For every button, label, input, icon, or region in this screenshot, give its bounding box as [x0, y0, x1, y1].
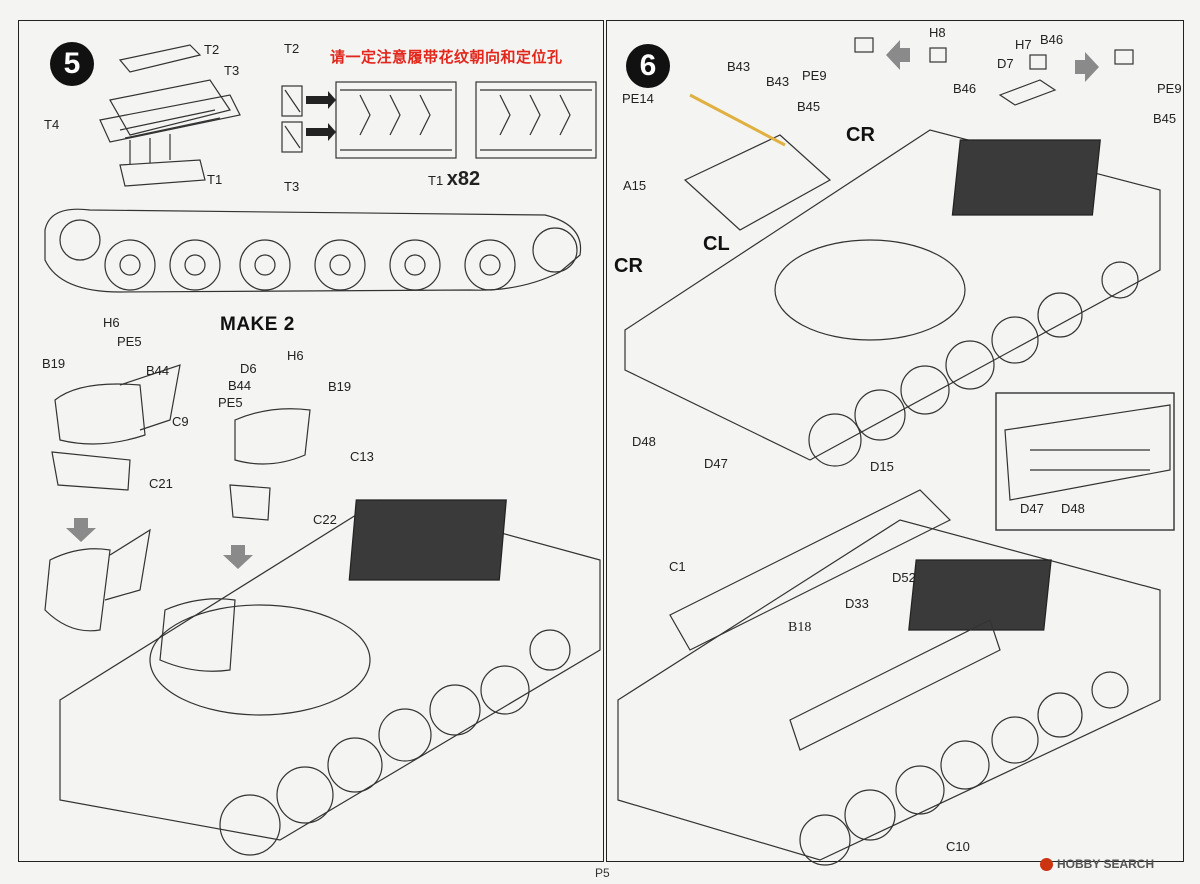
part-label-t4: T4 — [44, 117, 60, 132]
part-label-c1: C1 — [669, 559, 686, 574]
watermark-text: HOBBY SEARCH — [1057, 857, 1155, 871]
track-count-part: T1 — [428, 173, 444, 188]
part-label-h6-center: H6 — [287, 348, 304, 363]
track-link-exploded-drawing — [99, 44, 241, 187]
part-label-t2: T2 — [204, 42, 220, 57]
detail-parts-step6 — [854, 37, 1134, 106]
part-label-d47-inset: D47 — [1020, 501, 1044, 516]
part-label-t3-diagram: T3 — [284, 179, 300, 194]
left-arrow-step6 — [886, 40, 910, 70]
part-label-pe5-center: PE5 — [218, 395, 243, 410]
hull-drawing-step6-bottom — [617, 489, 1161, 866]
side-label-cr-top: CR — [846, 124, 875, 146]
side-label-cl: CL — [703, 233, 730, 255]
hull-drawing-step5 — [59, 499, 601, 856]
hull-drawing-step6-top — [624, 129, 1161, 467]
part-label-b18: B18 — [788, 620, 812, 635]
right-arrow-track-top — [306, 91, 336, 109]
part-label-t2-diagram: T2 — [284, 41, 300, 56]
side-label-cr-left: CR — [614, 255, 643, 277]
page-number: P5 — [595, 866, 610, 880]
part-label-d6: D6 — [240, 361, 257, 376]
part-label-b44: B44 — [146, 363, 170, 378]
part-label-b46-right: B46 — [1040, 32, 1064, 47]
down-arrow-left — [66, 518, 96, 542]
part-label-d52: D52 — [892, 570, 916, 585]
part-label-b44-center: B44 — [228, 378, 252, 393]
part-label-pe5: PE5 — [117, 334, 142, 349]
step-number-badge-6: 6 — [626, 44, 670, 88]
part-label-t1: T1 — [207, 172, 223, 187]
track-orientation-diagram — [281, 81, 597, 159]
part-label-c10: C10 — [946, 839, 970, 854]
make-quantity-label: MAKE 2 — [220, 314, 295, 335]
watermark: HOBBY SEARCH — [1040, 857, 1154, 871]
part-label-c9: C9 — [172, 414, 189, 429]
part-label-d47: D47 — [704, 456, 728, 471]
part-label-d7: D7 — [997, 56, 1014, 71]
part-label-pe9-right: PE9 — [1157, 81, 1182, 96]
part-label-c22: C22 — [313, 512, 337, 527]
right-arrow-track-bottom — [306, 123, 336, 141]
part-label-c13: C13 — [350, 449, 374, 464]
step6-panel — [606, 20, 1184, 862]
track-link-count: T1 x82 — [428, 168, 480, 191]
fender-subassembly-left — [44, 364, 181, 632]
track-orientation-note: 请一定注意履带花纹朝向和定位孔 — [330, 49, 563, 66]
down-arrow-center — [223, 545, 253, 569]
part-label-d48-inset: D48 — [1061, 501, 1085, 516]
part-label-h7: H7 — [1015, 37, 1032, 52]
part-label-h8: H8 — [929, 25, 946, 40]
part-label-c21: C21 — [149, 476, 173, 491]
track-count-quantity: x82 — [446, 168, 481, 190]
part-label-b45: B45 — [797, 99, 821, 114]
part-label-a15: A15 — [623, 178, 647, 193]
part-label-b43: B43 — [727, 59, 751, 74]
part-label-b46: B46 — [953, 81, 977, 96]
part-label-pe9: PE9 — [802, 68, 827, 83]
part-label-h6: H6 — [103, 315, 120, 330]
step-number-badge: 5 — [50, 42, 94, 86]
step5-panel — [18, 20, 604, 862]
detail-inset-step6 — [995, 392, 1175, 531]
part-label-b45-right: B45 — [1153, 111, 1177, 126]
part-label-b19: B19 — [42, 356, 66, 371]
part-label-b43-second: B43 — [766, 74, 790, 89]
part-label-d15: D15 — [870, 459, 894, 474]
part-label-b19-center: B19 — [328, 379, 352, 394]
full-track-run-drawing — [44, 208, 582, 293]
right-arrow-step6 — [1075, 52, 1099, 82]
part-label-t3: T3 — [224, 63, 240, 78]
part-label-d48: D48 — [632, 434, 656, 449]
hobby-search-logo-icon — [1040, 857, 1053, 871]
fender-subassembly-center — [159, 408, 311, 672]
part-label-d33: D33 — [845, 596, 869, 611]
part-label-pe14: PE14 — [622, 91, 654, 106]
